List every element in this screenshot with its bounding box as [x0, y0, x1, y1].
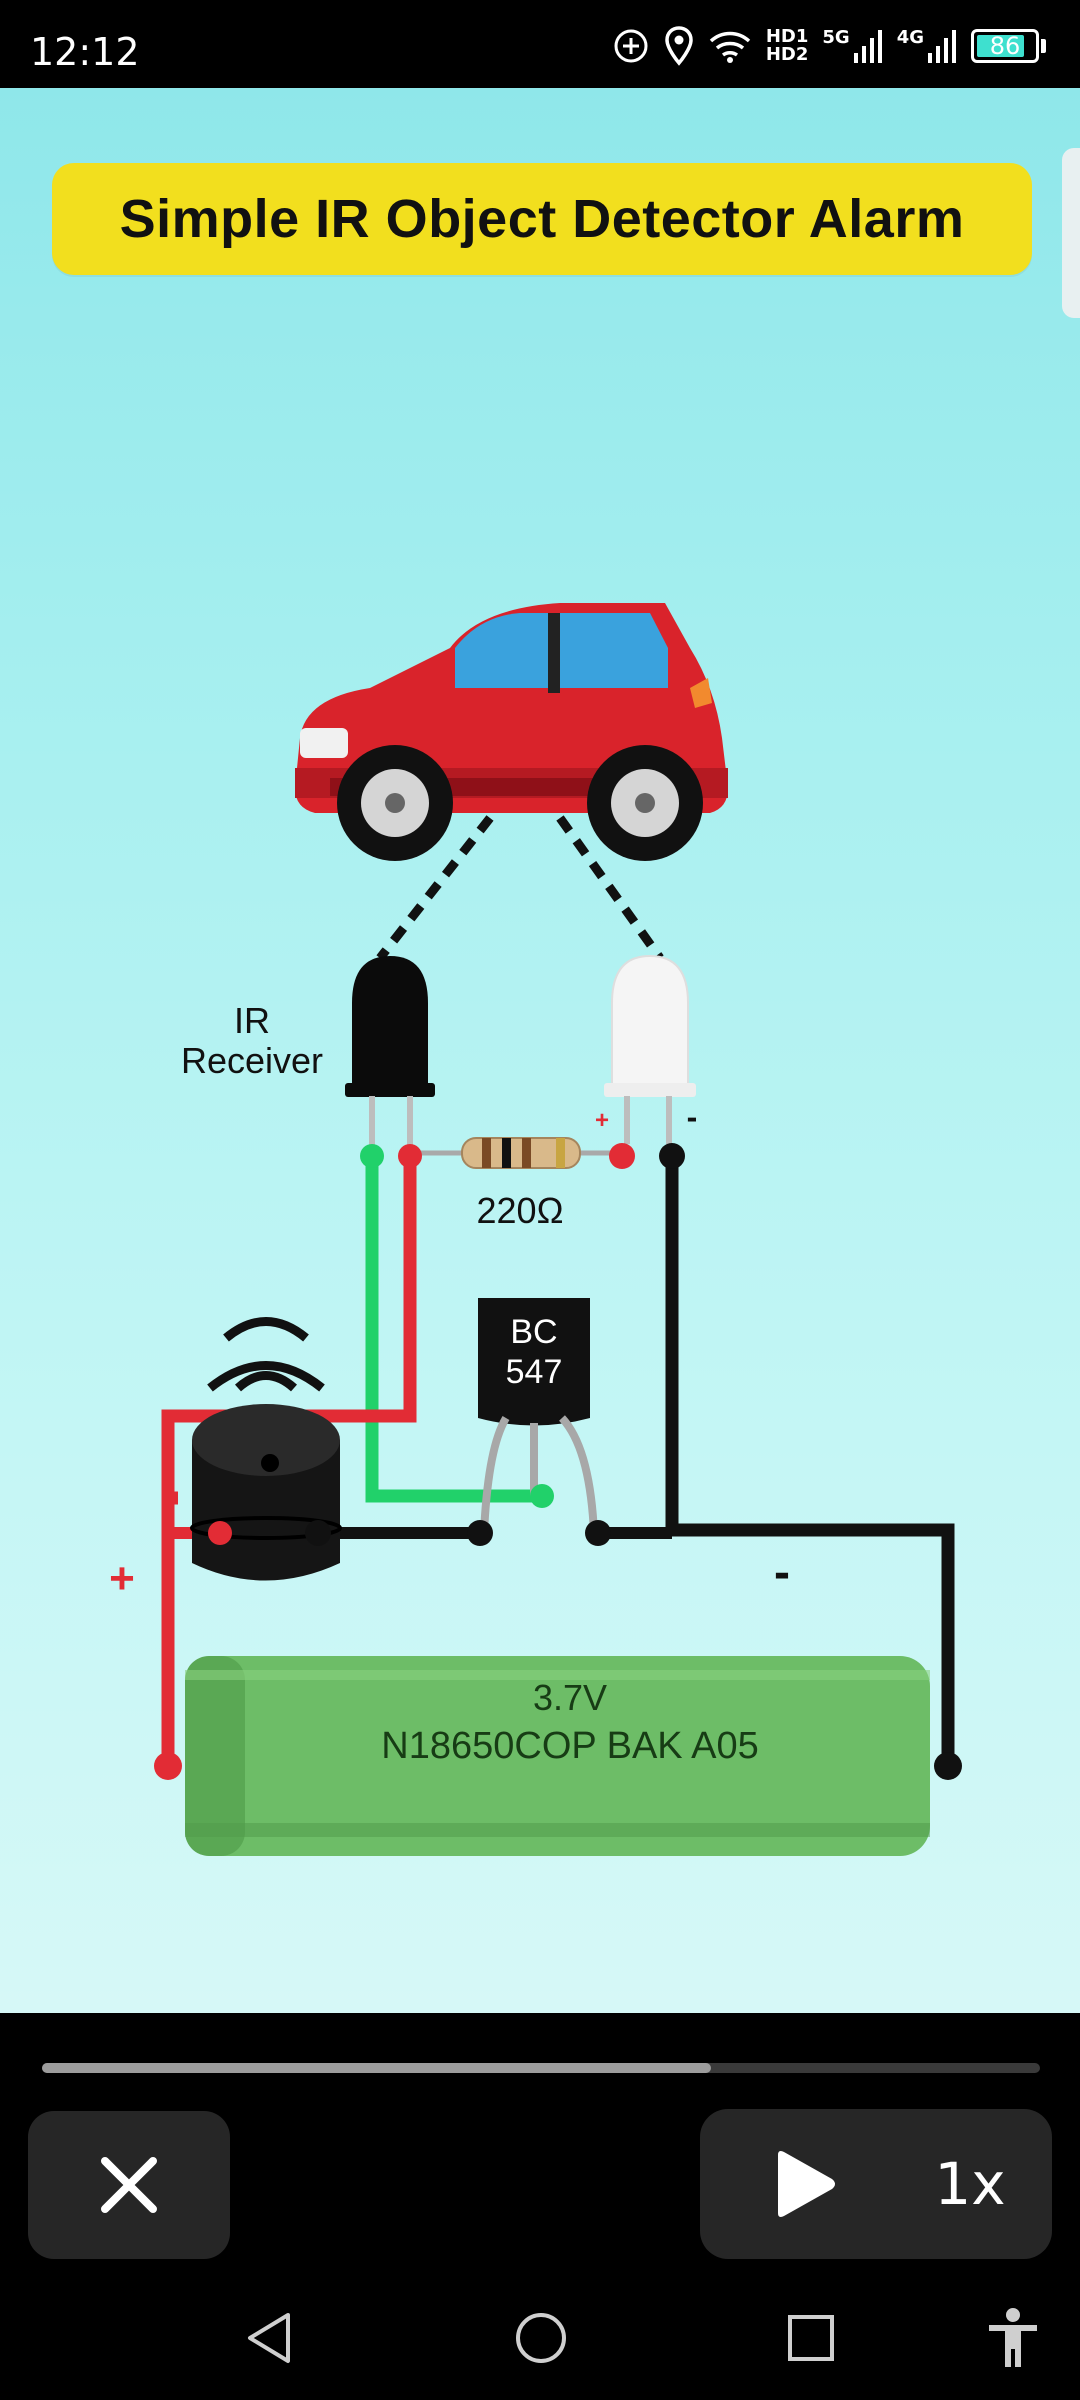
ir-beam-left [376, 815, 494, 961]
wifi-icon [708, 28, 752, 64]
battery-fill [977, 35, 1025, 57]
battery-level: 86 [989, 32, 1021, 60]
battery-icon: 86 [971, 29, 1046, 63]
resistor-label: 220Ω [477, 1190, 564, 1231]
battery-model-label: N18650COP BAK A05 [381, 1725, 758, 1767]
close-button[interactable] [28, 2111, 230, 2259]
home-button[interactable] [506, 2303, 576, 2373]
ir-receiver-label-line2: Receiver [181, 1040, 323, 1081]
speed-button[interactable]: 1x [934, 2150, 1006, 2218]
led-minus-label: - [687, 1099, 698, 1135]
transistor-label-line1: BC [510, 1313, 557, 1351]
back-button[interactable] [234, 2303, 304, 2373]
sim2-signal: 4G [897, 29, 957, 63]
play-icon [778, 2151, 835, 2217]
battery-18650 [185, 1656, 930, 1856]
transistor-bc547 [478, 1298, 598, 1534]
battery-nub [1041, 39, 1046, 53]
location-icon [664, 26, 694, 66]
signal-icon [853, 30, 882, 63]
connection-dots [154, 1143, 962, 1780]
recents-icon [788, 2315, 834, 2361]
add-circle-icon [612, 27, 650, 65]
minus-label: - [774, 1546, 790, 1599]
sim2-label: 4G [896, 27, 924, 48]
play-button[interactable] [760, 2139, 850, 2229]
accessibility-icon [989, 2308, 1037, 2367]
ir-led [604, 954, 696, 1144]
wire-black-main [665, 1156, 955, 1763]
back-icon [248, 2313, 290, 2363]
car-icon [295, 603, 728, 861]
accessibility-button[interactable] [978, 2303, 1048, 2373]
navigation-bar [0, 2273, 1080, 2400]
side-panel-handle[interactable] [1062, 148, 1080, 318]
progress-bar[interactable] [42, 2063, 1040, 2073]
progress-fill [42, 2063, 711, 2073]
recents-button[interactable] [776, 2303, 846, 2373]
sim1-label: 5G [822, 27, 850, 48]
close-icon [101, 2157, 157, 2213]
title-banner: Simple IR Object Detector Alarm [52, 163, 1032, 275]
ir-beam-right [556, 815, 664, 961]
playback-group: 1x [700, 2109, 1052, 2259]
status-bar: 12:12 HD1 HD2 5G 4G 86 [0, 0, 1080, 88]
hd-indicator: HD1 HD2 [766, 28, 809, 64]
circuit-diagram: IR Receiver 220Ω BC 547 3.7V N18650COP B… [109, 603, 962, 1856]
player-controls: 1x [0, 2013, 1080, 2273]
battery-body: 86 [971, 29, 1039, 63]
ir-receiver [345, 956, 435, 1146]
ir-receiver-label-line1: IR [234, 1000, 270, 1041]
video-frame[interactable]: IR Receiver 220Ω BC 547 3.7V N18650COP B… [0, 88, 1080, 2013]
buzzer [190, 1317, 342, 1581]
led-plus-label: + [595, 1107, 609, 1134]
status-icons: HD1 HD2 5G 4G 86 [612, 24, 1046, 68]
resistor-220 [410, 1137, 620, 1169]
sim1-signal: 5G [822, 29, 882, 63]
hd-top-label: HD1 [765, 26, 809, 47]
hd-bottom-label: HD2 [765, 44, 809, 65]
status-time: 12:12 [30, 30, 140, 74]
battery-voltage-label: 3.7V [533, 1677, 607, 1718]
transistor-label-line2: 547 [506, 1353, 563, 1391]
video-title: Simple IR Object Detector Alarm [119, 189, 965, 249]
signal-icon [928, 30, 956, 63]
wire-red-receiver [348, 1156, 417, 1423]
plus-label: + [109, 1554, 135, 1603]
home-icon [516, 2313, 566, 2363]
